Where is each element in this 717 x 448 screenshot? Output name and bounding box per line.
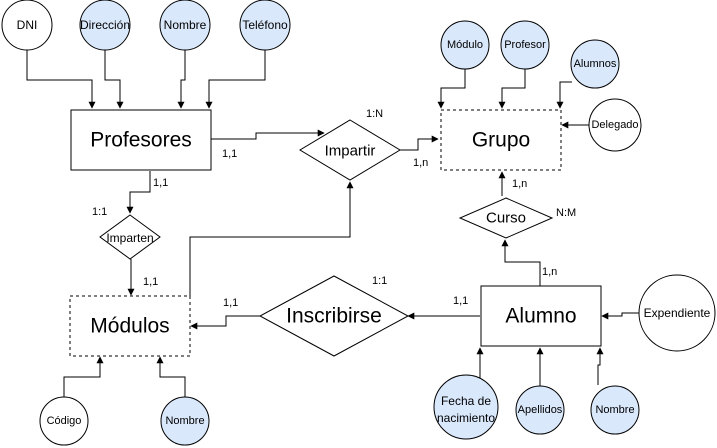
attribute-alumnos-label: Alumnos	[574, 58, 617, 70]
attribute-nombre-modulo-label: Nombre	[165, 415, 204, 427]
edge-dni-profesores	[26, 50, 96, 109]
attribute-expendiente-label: Expendiente	[644, 306, 711, 320]
edge-nombremod-modulos	[156, 356, 186, 397]
edge-codigo-modulos	[63, 356, 104, 397]
connectors	[26, 50, 640, 397]
relationship-imparten[interactable]: Imparten	[99, 214, 161, 260]
attribute-direccion[interactable]: Dirección	[79, 0, 131, 51]
cardinality-impartir-ratio: 1:N	[366, 108, 383, 120]
cardinality-grupo-impartir: 1,n	[413, 157, 428, 169]
edge-nombre-profesores	[177, 50, 186, 109]
edge-profesores-impartir	[211, 129, 325, 140]
cardinality-profesores-impartir: 1,1	[222, 148, 237, 160]
attribute-profesor-label: Profesor	[504, 39, 546, 51]
edge-profesores-imparten	[126, 171, 151, 214]
entity-alumno-label: Alumno	[505, 305, 576, 328]
attribute-dni-label: DNI	[17, 18, 38, 32]
attribute-nombre-modulo[interactable]: Nombre	[160, 396, 210, 446]
relationship-inscribirse-label: Inscribirse	[286, 305, 382, 328]
cardinality-modulos-inscribirse: 1,1	[223, 297, 238, 309]
edge-telefono-profesores	[205, 50, 266, 109]
attribute-codigo[interactable]: Código	[39, 396, 89, 446]
edge-alumnos-grupo	[556, 81, 572, 109]
entity-profesores-label: Profesores	[90, 129, 192, 152]
attribute-telefono-label: Teléfono	[242, 18, 288, 32]
attribute-apellidos-label: Apellidos	[518, 404, 563, 416]
cardinality-inscribirse-ratio: 1:1	[372, 275, 387, 287]
attribute-alumnos[interactable]: Alumnos	[570, 39, 620, 89]
edge-modulos-impartir	[189, 181, 354, 296]
attribute-telefono[interactable]: Teléfono	[239, 0, 291, 51]
edge-profesor-grupo	[498, 68, 526, 109]
relationship-imparten-label: Imparten	[106, 231, 153, 245]
attribute-nombre-profesor-label: Nombre	[164, 18, 207, 32]
attribute-direccion-label: Dirección	[80, 18, 130, 32]
relationship-impartir[interactable]: Impartir	[299, 119, 401, 181]
attribute-dni[interactable]: DNI	[1, 0, 53, 51]
entity-modulos[interactable]: Módulos	[69, 295, 191, 357]
entity-profesores[interactable]: Profesores	[70, 109, 212, 171]
edge-alumno-curso	[501, 239, 541, 286]
attribute-apellidos[interactable]: Apellidos	[515, 385, 565, 435]
attribute-codigo-label: Código	[47, 415, 82, 427]
entity-grupo[interactable]: Grupo	[440, 109, 562, 171]
relationship-curso-label: Curso	[486, 210, 526, 227]
entity-grupo-label: Grupo	[472, 129, 530, 152]
cardinality-modulos-imparten: 1,1	[143, 276, 158, 288]
entity-modulos-label: Módulos	[90, 315, 169, 338]
cardinality-grupo-curso: 1,n	[512, 178, 527, 190]
attribute-fecha-nacimiento[interactable]: Fecha de nacimiento	[433, 374, 499, 440]
attribute-expendiente[interactable]: Expendiente	[638, 274, 716, 352]
cardinality-imparten-ratio: 1:1	[92, 206, 107, 218]
attribute-nombre-profesor[interactable]: Nombre	[159, 0, 211, 51]
attribute-fecha-line2: nacimiento	[437, 411, 495, 425]
attribute-fecha-line1: Fecha de	[441, 394, 491, 408]
relationship-curso[interactable]: Curso	[458, 197, 554, 239]
attribute-modulo-label: Módulo	[447, 39, 483, 51]
edge-nombrealu-alumno	[596, 347, 604, 385]
attribute-delegado-label: Delegado	[591, 119, 638, 131]
edge-inscribirse-modulos	[190, 315, 260, 330]
attribute-modulo[interactable]: Módulo	[440, 20, 490, 70]
relationship-inscribirse[interactable]: Inscribirse	[258, 275, 410, 357]
cardinality-alumno-curso: 1,n	[542, 266, 557, 278]
edge-modulo-grupo	[437, 68, 466, 109]
edge-impartir-grupo	[400, 135, 439, 151]
cardinality-profesores-imparten: 1,1	[153, 177, 168, 189]
edge-direccion-profesores	[104, 50, 124, 109]
entity-alumno[interactable]: Alumno	[480, 285, 602, 347]
cardinality-labels: 1:N 1,1 1,n 1,1 1:1 1,1 N:M 1,n 1,n 1:1 …	[92, 108, 576, 309]
relationship-impartir-label: Impartir	[325, 143, 376, 160]
edge-expendiente-alumno	[601, 312, 640, 320]
attribute-profesor[interactable]: Profesor	[500, 20, 550, 70]
attribute-delegado[interactable]: Delegado	[588, 98, 642, 152]
attribute-nombre-alumno[interactable]: Nombre	[590, 385, 640, 435]
cardinality-alumno-inscribirse: 1,1	[453, 295, 468, 307]
attribute-nombre-alumno-label: Nombre	[595, 404, 634, 416]
cardinality-curso-ratio: N:M	[556, 207, 576, 219]
